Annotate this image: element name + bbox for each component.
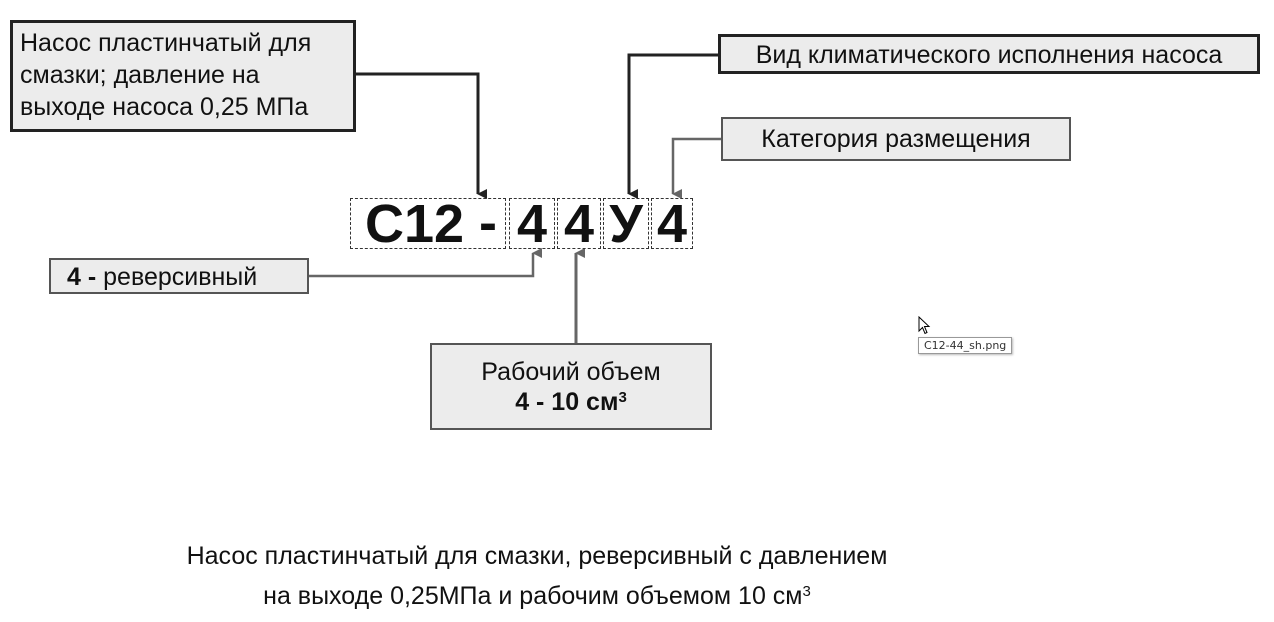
caption-line-2-wrap: на выходе 0,25МПа и рабочим объемом 10 с… <box>0 576 1074 616</box>
caption-superscript: 3 <box>802 583 811 600</box>
climate-box: Вид климатического исполнения насоса <box>718 34 1260 74</box>
category-label: Категория размещения <box>761 125 1031 153</box>
arrow-climate <box>627 53 718 199</box>
volume-superscript: 3 <box>618 389 627 406</box>
code-segment-reverse-digit: 4 <box>509 197 555 251</box>
pump-type-box: Насос пластинчатый для смазки; давление … <box>10 20 356 132</box>
caption-line-2: на выходе 0,25МПа и рабочим объемом 10 с… <box>263 582 803 610</box>
climate-label: Вид климатического исполнения насоса <box>755 41 1223 69</box>
code-segment-climate: У <box>603 197 649 251</box>
reverse-label: реверсивный <box>96 263 258 291</box>
pump-type-line-3: выходе насоса 0,25 МПа <box>20 93 309 121</box>
code-segment-volume-digit: 4 <box>557 197 601 251</box>
arrow-category <box>671 137 721 199</box>
reverse-number: 4 - <box>67 263 97 291</box>
caption-line-1: Насос пластинчатый для смазки, реверсивн… <box>186 542 888 570</box>
mouse-cursor-icon <box>918 316 931 335</box>
pump-type-line-1: Насос пластинчатый для <box>20 29 312 57</box>
code-segment-dash: - <box>479 193 497 253</box>
code-segment-c12: С12 <box>350 197 506 251</box>
arrow-reverse <box>309 248 542 278</box>
code-segment-category: 4 <box>651 197 693 251</box>
volume-title: Рабочий объем <box>481 358 661 386</box>
volume-value-line: 4 - 10 см3 <box>432 387 710 417</box>
filename-tooltip: C12-44_sh.png <box>918 337 1013 354</box>
reverse-box: 4 - реверсивный <box>49 258 309 294</box>
volume-box: Рабочий объем 4 - 10 см3 <box>430 343 712 430</box>
caption: Насос пластинчатый для смазки, реверсивн… <box>0 536 1074 616</box>
arrow-pump-type <box>356 72 487 199</box>
category-box: Категория размещения <box>721 117 1071 161</box>
pump-type-line-2: смазки; давление на <box>20 61 260 89</box>
volume-value: 4 - 10 см <box>515 388 619 416</box>
